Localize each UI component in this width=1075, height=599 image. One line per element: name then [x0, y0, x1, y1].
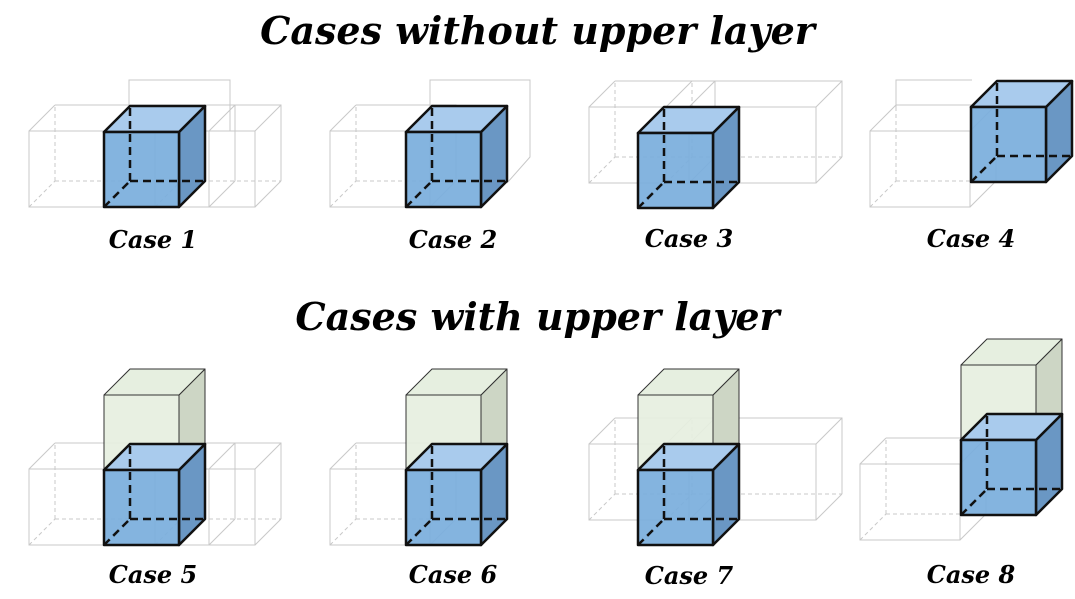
case-1-cube — [102, 104, 207, 209]
case-6-label: Case 6 — [408, 560, 498, 589]
case-6-cube — [404, 442, 509, 547]
neighbor-cell-outline — [895, 79, 972, 107]
case-7-cube — [636, 442, 741, 547]
section-title-with-upper-layer: Cases with upper layer — [295, 294, 780, 339]
case-3-label: Case 3 — [644, 224, 734, 253]
case-3-cube — [636, 105, 741, 210]
case-1-label: Case 1 — [108, 225, 198, 254]
case-2-label: Case 2 — [408, 225, 498, 254]
case-8-label: Case 8 — [926, 560, 1016, 589]
case-2-cube — [404, 104, 509, 209]
case-5-label: Case 5 — [108, 560, 198, 589]
case-8-cube — [959, 412, 1064, 517]
case-4-cube — [969, 79, 1074, 184]
case-7-label: Case 7 — [644, 561, 734, 590]
case-5-cube — [102, 442, 207, 547]
neighbor-cell-outline — [429, 79, 531, 184]
case-4-label: Case 4 — [926, 224, 1016, 253]
cube-drawings — [28, 79, 1074, 547]
section-title-without-upper-layer: Cases without upper layer — [260, 8, 815, 53]
